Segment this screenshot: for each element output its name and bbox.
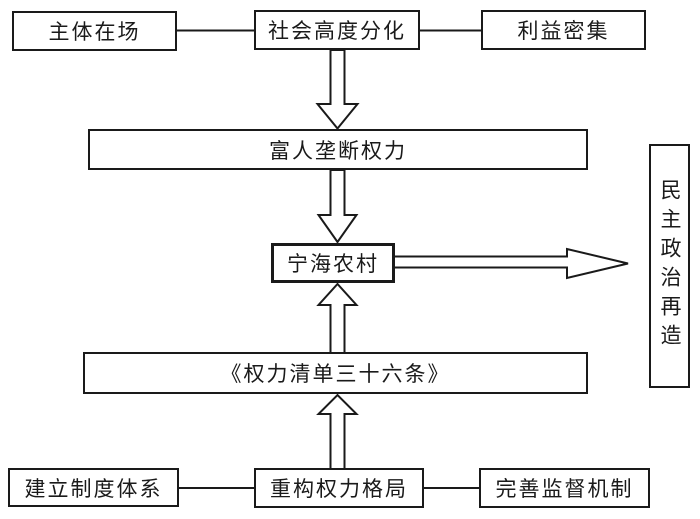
box-improve-supervision-mechanism-label: 完善监督机制: [495, 477, 634, 501]
box-social-differentiation-label: 社会高度分化: [268, 19, 406, 43]
box-build-institution-system-label: 建立制度体系: [24, 476, 163, 501]
box-build-institution-system: 建立制度体系: [8, 468, 179, 507]
hollow-arrow-right-icon: [393, 247, 629, 280]
box-democratic-politics-rebuild-label: 民主政治再造: [658, 179, 682, 353]
box-rich-monopolize-power-label: 富人垄断权力: [269, 138, 407, 163]
box-power-list-36: 《权力清单三十六条》: [83, 352, 588, 394]
box-ninghai-rural: 宁海农村: [271, 243, 395, 283]
hollow-arrow-down-2-icon: [316, 169, 359, 244]
box-democratic-politics-rebuild: 民主政治再造: [649, 144, 690, 388]
box-social-differentiation: 社会高度分化: [254, 10, 420, 50]
box-rich-monopolize-power: 富人垄断权力: [88, 129, 588, 170]
box-interest-density-label: 利益密集: [517, 19, 610, 43]
box-subject-presence-label: 主体在场: [48, 20, 141, 44]
hollow-arrow-up-1-icon: [316, 282, 359, 354]
box-restructure-power-pattern-label: 重构权力格局: [270, 477, 408, 501]
hollow-arrow-up-2-icon: [316, 393, 359, 470]
box-improve-supervision-mechanism: 完善监督机制: [479, 468, 650, 508]
box-ninghai-rural-label: 宁海农村: [287, 252, 379, 276]
box-subject-presence: 主体在场: [12, 11, 177, 51]
box-interest-density: 利益密集: [481, 10, 646, 50]
box-restructure-power-pattern: 重构权力格局: [254, 468, 424, 508]
box-power-list-36-label: 《权力清单三十六条》: [220, 362, 451, 386]
hollow-arrow-down-1-icon: [315, 49, 360, 131]
